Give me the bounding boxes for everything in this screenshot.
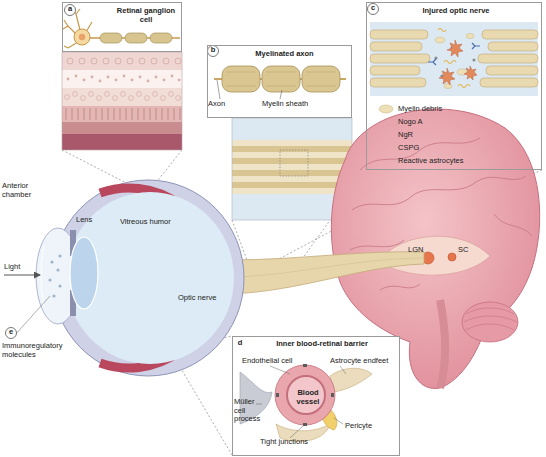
inset-panel: Inner blood-retinal barrierBlood vessel — [232, 336, 400, 456]
part-label: Lens — [76, 216, 106, 225]
node-text: Blood vessel — [290, 389, 326, 406]
part-label: Anterior chamber — [2, 182, 46, 199]
part-label: Müller cell process — [234, 398, 264, 424]
part-label: SC — [458, 246, 474, 255]
part-label: Light — [4, 263, 34, 272]
legend-text: Nogo A — [398, 118, 518, 127]
node-text: Injured optic nerve — [381, 7, 531, 16]
inset-panel: Retinal ganglion cell — [62, 2, 182, 52]
callout-letter: c — [367, 4, 379, 13]
node-text: Inner blood-retinal barrier — [247, 340, 397, 349]
callout-letter: d — [234, 339, 246, 348]
part-label: Vitreous humor — [120, 218, 200, 227]
callout-letter: e — [5, 328, 17, 337]
part-label: Optic nerve — [178, 294, 233, 303]
part-label: Endothelial cell — [242, 357, 302, 366]
inset-panel: Injured optic nerve — [366, 2, 542, 170]
part-label: Tight junctions — [260, 438, 330, 447]
part-label: Immunoregulatory molecules — [2, 342, 74, 359]
node-text: Myelinated axon — [222, 50, 347, 59]
legend-text: NgR — [398, 131, 518, 140]
part-label: LGN — [408, 246, 428, 255]
blood-vessel-circle: Blood vessel — [286, 375, 326, 415]
legend-text: Reactive astrocytes — [398, 157, 518, 166]
part-label: Pericyte — [345, 422, 385, 431]
callout-letter: b — [207, 46, 219, 55]
legend-text: Myelin debris — [398, 105, 518, 114]
part-label: Axon — [208, 100, 238, 109]
callout-letter: a — [64, 5, 76, 14]
node-text: Retinal ganglion cell — [113, 7, 179, 24]
part-label: Myelin sheath — [262, 100, 332, 109]
part-label: Astrocyte endfeet — [330, 357, 398, 366]
legend-text: CSPG — [398, 144, 518, 153]
